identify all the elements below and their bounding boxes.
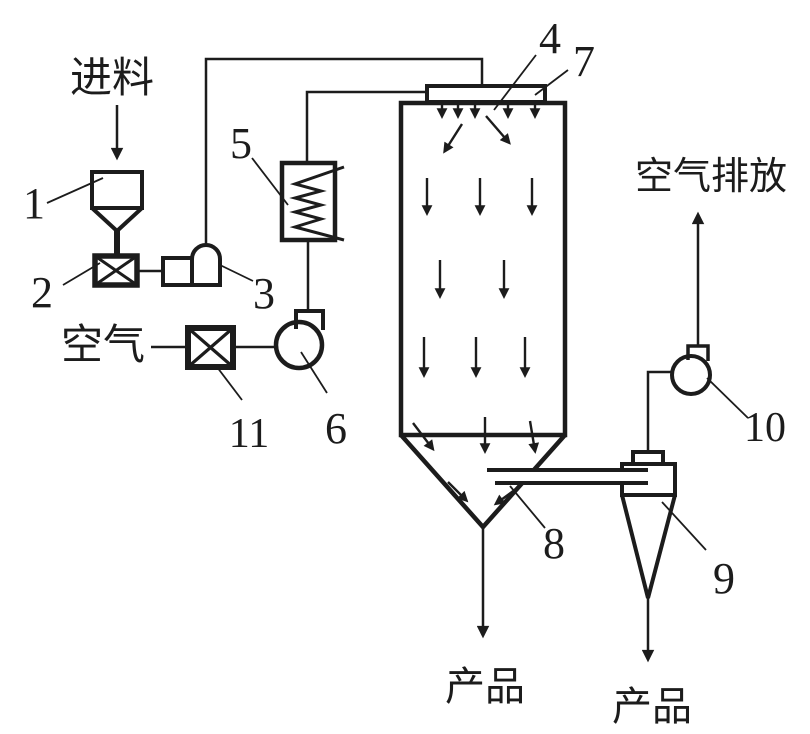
leader-2 [62,262,101,286]
leader-10 [706,377,749,419]
hopper-body [90,170,144,210]
leader-8 [509,485,546,529]
hot-air-pipe [305,90,427,163]
air-exhaust-label: 空气排放 [635,156,787,198]
component-number-3: 3 [253,269,275,318]
heater-coil [289,165,345,242]
cyclone-fan-pipe [646,370,673,452]
tower-cone [399,433,567,531]
product-label-left: 产品 [445,665,525,709]
component-number-11: 11 [229,411,269,457]
blower-outlet-box [294,309,325,330]
feed-valve-cross [94,254,138,287]
pump-base [161,256,194,287]
product-transfer-pipe [486,468,649,485]
tower-body [398,100,568,438]
feed-pump [161,243,222,287]
air-blower [273,309,325,371]
feed-valve [92,253,140,288]
component-number-2: 2 [31,268,53,317]
feed-pipe [204,57,484,244]
heater-shell [279,160,338,243]
flow-arrows [412,104,541,506]
leader-11 [216,366,243,401]
product-label-right: 产品 [612,685,692,729]
blower-housing [273,319,325,371]
air-valve-cross [186,326,235,369]
leader-lines [46,54,749,551]
feed-hopper [90,170,144,256]
leader-6 [300,351,328,394]
pipe-lines [110,57,705,663]
air-distributor [425,84,547,104]
fan-outlet-box [686,344,710,361]
component-number-5: 5 [230,119,252,168]
leader-5 [251,157,289,206]
feed-label: 进料 [70,54,154,101]
air-valve [185,325,236,370]
leader-7 [534,69,569,96]
component-number-1: 1 [23,179,45,228]
component-number-4: 4 [539,14,561,63]
cyclone-cone [620,494,677,599]
component-number-9: 9 [713,554,735,603]
drying-tower [398,84,568,531]
leader-4 [493,54,537,111]
leader-3 [219,264,254,282]
exhaust-fan [670,344,712,396]
air-valve-box [185,325,236,370]
leader-1 [46,177,104,204]
hopper-funnel [90,206,144,234]
component-number-10: 10 [744,405,786,451]
air-heater [279,160,345,243]
component-number-7: 7 [573,37,595,86]
air-label: 空气 [61,321,145,368]
component-number-6: 6 [325,404,347,453]
fan-housing [670,354,712,396]
feed-valve-box [92,253,140,288]
component-number-8: 8 [543,519,565,568]
pump-dome [190,243,222,287]
leader-9 [661,501,707,551]
